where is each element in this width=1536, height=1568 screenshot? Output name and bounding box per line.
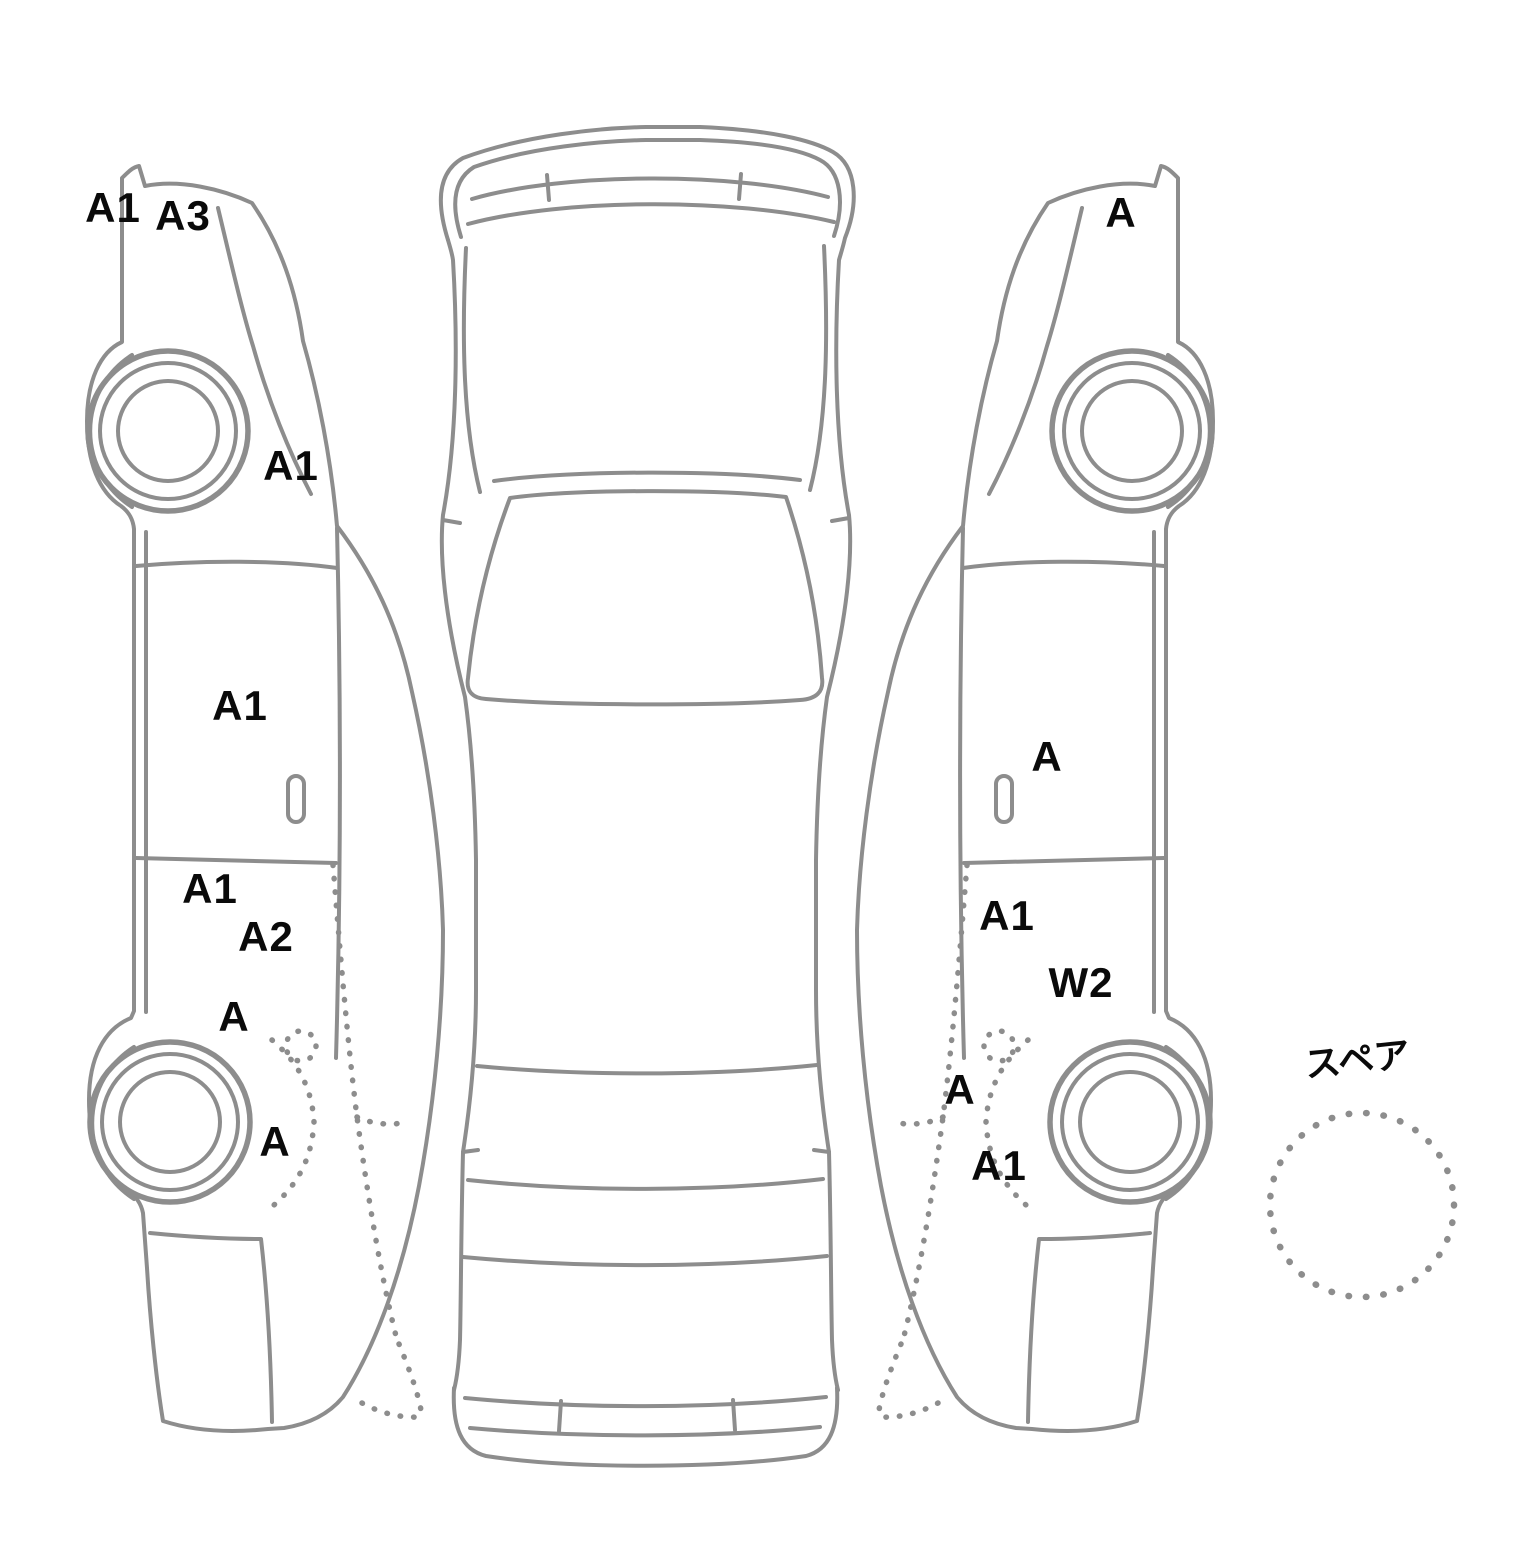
spare-tire-label: スペア [1302,1033,1412,1086]
front-bumper-inner [453,138,842,239]
trunk-line [461,1254,829,1268]
damage-marker-right-quarter-lower: A1 [971,1142,1027,1189]
windshield [465,489,825,707]
cowl-line [492,470,802,483]
hood-left-line [461,246,482,494]
damage-marker-left-front-pillar-outer: A1 [85,184,141,231]
damage-marker-left-quarter-panel: A [259,1118,291,1165]
damage-marker-left-rear-door: A2 [238,913,294,960]
damage-marker-right-quarter-panel: W2 [1048,959,1114,1006]
rear-glass-top-line [475,1063,819,1076]
diagram-linework [87,125,1458,1468]
damage-marker-right-front-door: A [1031,733,1063,780]
spare-tire-dotted-circle [1266,1109,1458,1301]
damage-marker-left-front-pillar: A3 [155,192,211,239]
hood-right-line [808,244,829,492]
seam-ticks [441,516,851,1154]
damage-marker-left-rear-door-front: A1 [182,865,238,912]
top-view [438,125,856,1468]
damage-marker-left-front-door: A1 [212,682,268,729]
damage-marker-left-front-fender: A1 [263,442,319,489]
damage-marker-right-front-pillar: A [1105,189,1137,236]
damage-marker-right-rear-inner: A [944,1066,976,1113]
rear-bumper [451,1386,840,1468]
rear-glass-bottom-line [466,1177,825,1191]
front-grille-lines [466,172,836,226]
damage-marker-right-rear-door: A1 [979,892,1035,939]
damage-marker-left-rear-door-lower: A [218,993,250,1040]
